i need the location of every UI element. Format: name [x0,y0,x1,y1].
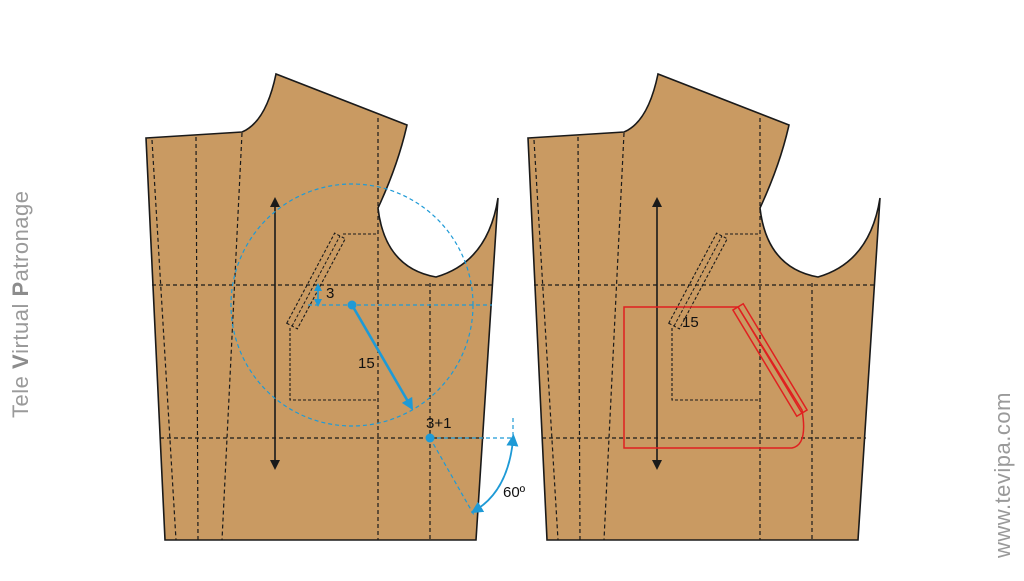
label-right-length-15: 15 [682,314,699,331]
watermark-left: Tele Virtual Patronage [8,190,33,418]
right-vertical-guides [533,118,813,541]
left-vertical-guides [151,118,431,541]
right-pattern-piece: 15 [527,72,881,541]
angle-arc [470,434,519,514]
label-offset-3: 3 [326,285,334,302]
start-point [347,300,357,310]
left-construction-lines [230,183,519,516]
left-pattern-piece: 3 15 3+1 60º [145,72,526,541]
pocket-length-arrow [350,304,414,411]
label-length-15: 15 [358,355,375,372]
right-pocket-bag [671,233,760,401]
end-point [425,433,435,443]
new-pocket-outline [623,302,809,449]
watermark-right: www.tevipa.com [990,392,1015,558]
label-offset-3-plus-1: 3+1 [426,415,451,432]
left-bodice-outline [145,72,499,541]
right-horizontal-guides [534,284,874,439]
left-pocket-bag [289,233,378,401]
label-angle-60: 60º [503,484,526,501]
